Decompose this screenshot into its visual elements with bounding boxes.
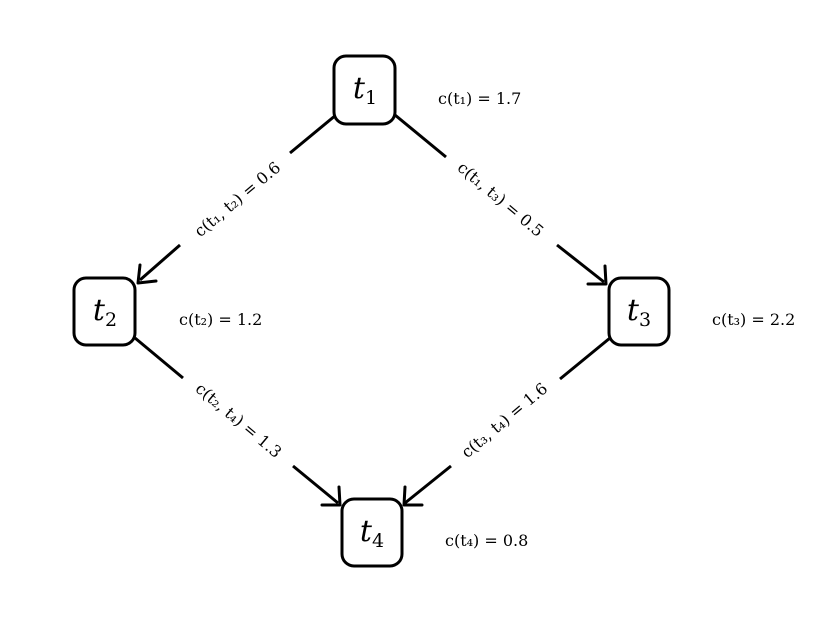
node-label: t3 xyxy=(627,293,651,331)
arrowhead-icon xyxy=(586,264,608,286)
edge-t2-t4: c(t₂, t₄) = 1.3 xyxy=(134,336,342,507)
node-cost-label: c(t₄) = 0.8 xyxy=(445,531,528,550)
edge-t3-t4: c(t₃, t₄) = 1.6 xyxy=(402,336,611,507)
arrowhead-icon xyxy=(320,485,342,507)
arrowhead-icon xyxy=(402,485,424,507)
node-box xyxy=(340,497,404,568)
node-t4: t4 xyxy=(340,497,404,568)
node-t2: t2 xyxy=(72,276,137,347)
node-cost-label: c(t₃) = 2.2 xyxy=(712,310,795,329)
node-label: t4 xyxy=(360,514,384,552)
node-t3: t3 xyxy=(607,276,671,347)
edge-t1-t2: c(t₁, t₂) = 0.6 xyxy=(136,113,337,285)
node-cost-label: c(t₁) = 1.7 xyxy=(438,89,521,108)
node-label: t1 xyxy=(353,71,377,109)
node-box xyxy=(332,54,397,126)
node-cost-label: c(t₂) = 1.2 xyxy=(179,310,262,329)
edge-cost-label: c(t₁, t₂) = 0.6 xyxy=(191,158,285,241)
edge-cost-label: c(t₂, t₄) = 1.3 xyxy=(192,379,286,462)
node-box xyxy=(607,276,671,347)
edge-cost-label: c(t₃, t₄) = 1.6 xyxy=(458,379,552,462)
edge-cost-label: c(t₁, t₃) = 0.5 xyxy=(454,158,548,241)
node-label: t2 xyxy=(93,293,117,331)
node-t1: t1 xyxy=(332,54,397,126)
edge-t1-t3: c(t₁, t₃) = 0.5 xyxy=(394,113,608,286)
node-box xyxy=(72,276,137,347)
arrowhead-icon xyxy=(136,263,158,285)
